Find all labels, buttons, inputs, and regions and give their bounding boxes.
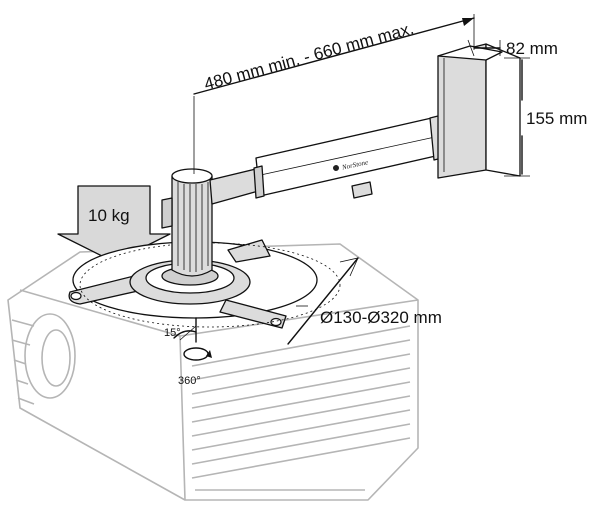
telescopic-arm: NorStone [209,109,467,205]
rotation-label: 360° [178,375,201,387]
bracket-height-label: 155 mm [526,109,587,128]
bracket-width-dimension: 82 mm [467,39,558,58]
tilt-rotation-indicator: 15° 360° [164,317,212,387]
arm-length-label: 480 mm min. - 660 mm max. [202,19,416,94]
column [161,168,213,277]
diameter-dimension: Ø130-Ø320 mm [287,257,442,345]
tilt-label: 15° [164,327,181,339]
wall-bracket [437,43,521,179]
bracket-width-label: 82 mm [506,39,558,58]
bracket-height-dimension: 155 mm [504,57,587,177]
load-label: 10 kg [88,206,130,225]
diameter-label: Ø130-Ø320 mm [320,308,442,327]
